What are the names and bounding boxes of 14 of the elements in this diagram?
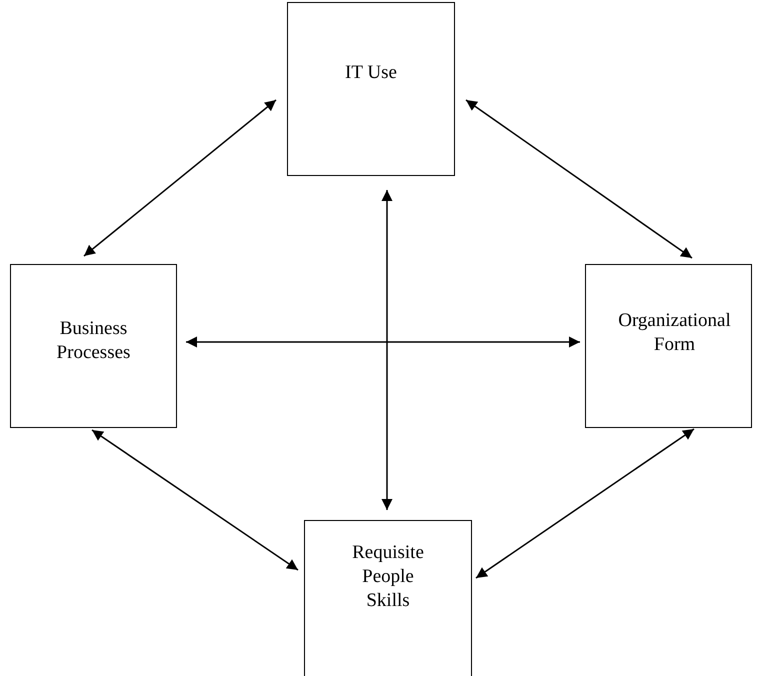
double-arrow <box>382 190 392 510</box>
box-label: Organizational Form <box>617 309 732 357</box>
box-label: Requisite People Skills <box>351 541 425 613</box>
concept-box <box>10 264 177 428</box>
double-arrow <box>84 99 276 257</box>
box-label: Business Processes <box>56 317 132 365</box>
concept-box <box>287 2 455 176</box>
box-label: IT Use <box>345 61 397 85</box>
double-arrow <box>466 99 692 259</box>
double-arrow <box>186 336 580 348</box>
double-arrow <box>476 428 694 579</box>
double-arrow <box>92 429 298 571</box>
concept-box <box>304 520 472 676</box>
concept-box <box>585 264 752 428</box>
